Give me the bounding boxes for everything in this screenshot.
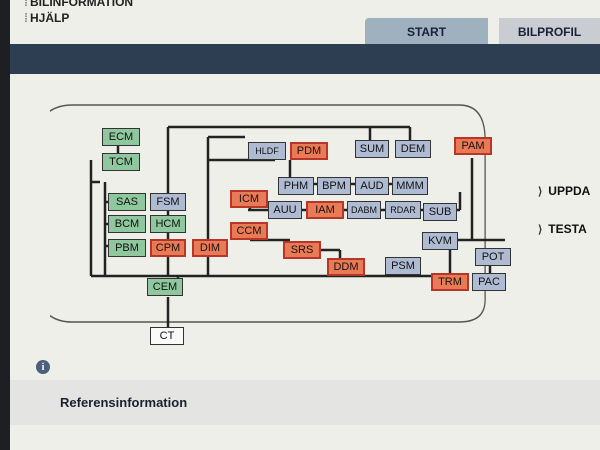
info-icon[interactable]: i [36, 360, 50, 374]
screen: ⁞BILINFORMATION ⁞HJÄLP START BILPROFIL [10, 0, 600, 450]
module-ct[interactable]: CT [150, 327, 184, 345]
grip-icon: ⁞ [24, 0, 28, 9]
nav-bar [10, 44, 600, 74]
module-pot[interactable]: POT [475, 248, 511, 266]
module-dabm[interactable]: DABM [347, 201, 381, 219]
module-trm[interactable]: TRM [431, 273, 469, 291]
module-kvm[interactable]: KVM [422, 232, 458, 250]
module-mmm[interactable]: MMM [392, 177, 428, 195]
vehicle-outline [50, 104, 486, 323]
top-menu: ⁞BILINFORMATION ⁞HJÄLP [24, 0, 133, 26]
module-rdar[interactable]: RDAR [385, 201, 421, 219]
module-tcm[interactable]: TCM [102, 153, 140, 171]
side-action-testa[interactable]: ⟩TESTA [538, 222, 587, 236]
chevron-right-icon: ⟩ [538, 223, 543, 236]
module-pam[interactable]: PAM [454, 137, 492, 155]
module-dim[interactable]: DIM [192, 239, 228, 257]
module-pbm[interactable]: PBM [108, 239, 146, 257]
tab-start[interactable]: START [365, 18, 488, 46]
module-phm[interactable]: PHM [278, 177, 314, 195]
module-cpm[interactable]: CPM [150, 239, 186, 257]
module-ecm[interactable]: ECM [102, 128, 140, 146]
menu-item-bilinformation[interactable]: ⁞BILINFORMATION [24, 0, 133, 10]
module-psm[interactable]: PSM [385, 257, 421, 275]
module-pac[interactable]: PAC [472, 273, 506, 291]
grip-icon: ⁞ [24, 11, 28, 25]
module-cem[interactable]: CEM [147, 278, 183, 296]
module-ccm[interactable]: CCM [230, 222, 268, 240]
module-iam[interactable]: IAM [306, 201, 344, 219]
network-diagram: ECM TCM SAS BCM PBM FSM HCM CPM DIM CEM … [50, 100, 520, 360]
module-sas[interactable]: SAS [108, 193, 146, 211]
module-aud[interactable]: AUD [355, 177, 389, 195]
module-sum[interactable]: SUM [355, 140, 389, 158]
menu-item-hjalp[interactable]: ⁞HJÄLP [24, 11, 70, 25]
module-bcm[interactable]: BCM [108, 215, 146, 233]
module-icm[interactable]: ICM [230, 190, 268, 208]
side-action-uppdatera[interactable]: ⟩UPPDA [538, 184, 591, 198]
reference-title[interactable]: Referensinformation [60, 395, 188, 410]
module-bpm[interactable]: BPM [317, 177, 351, 195]
module-sub[interactable]: SUB [423, 203, 457, 221]
module-dem[interactable]: DEM [395, 140, 431, 158]
module-hldf[interactable]: HLDF [248, 142, 286, 160]
tab-bilprofil[interactable]: BILPROFIL [499, 18, 600, 46]
module-hcm[interactable]: HCM [150, 215, 186, 233]
module-ddm[interactable]: DDM [327, 258, 365, 276]
chevron-right-icon: ⟩ [538, 185, 543, 198]
module-pdm[interactable]: PDM [290, 142, 328, 160]
module-auu[interactable]: AUU [268, 201, 302, 219]
module-fsm[interactable]: FSM [150, 193, 186, 211]
module-srs[interactable]: SRS [283, 241, 321, 259]
reference-panel [10, 380, 600, 425]
